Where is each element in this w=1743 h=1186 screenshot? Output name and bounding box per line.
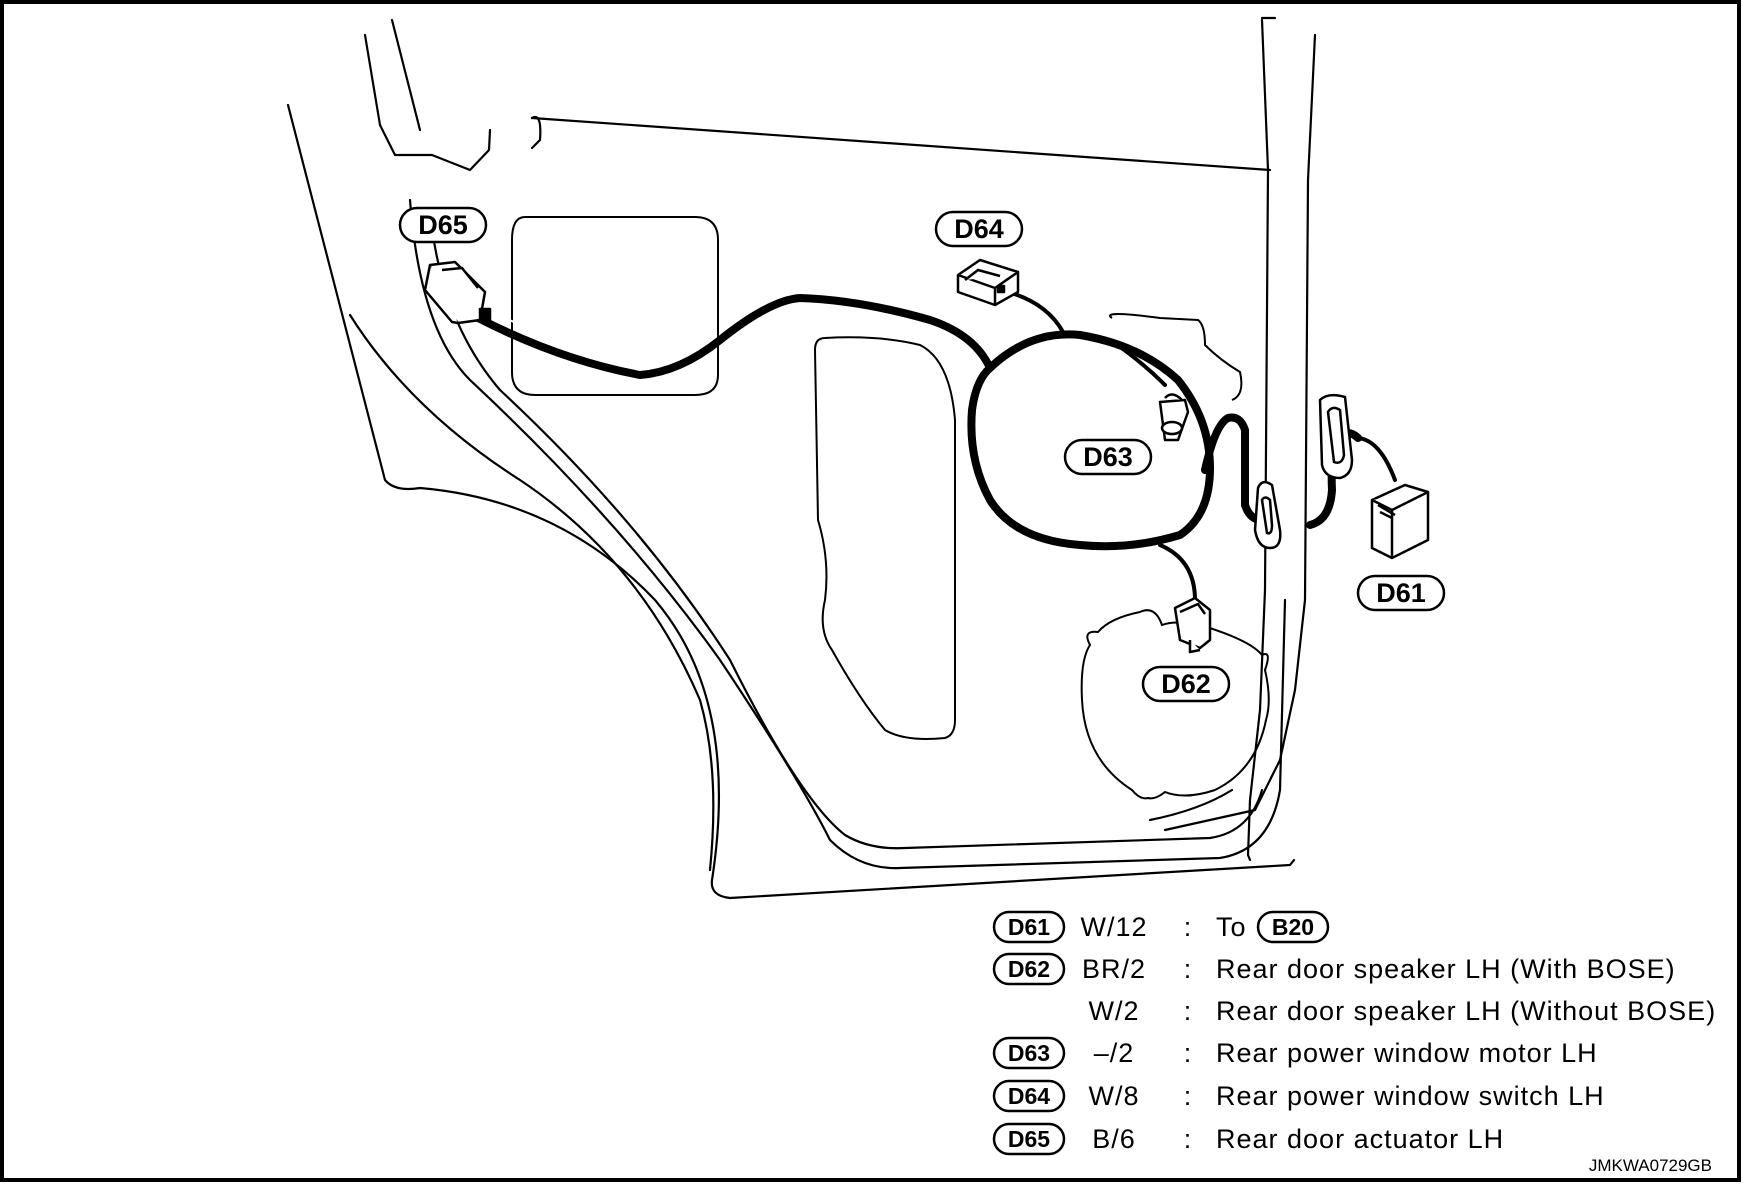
d63-connector bbox=[1158, 393, 1190, 442]
vertical-access-hole bbox=[813, 336, 956, 740]
legend-row: D63 –/2 : Rear power window motor LH bbox=[992, 1036, 1598, 1070]
legend-row: D62 BR/2 : Rear door speaker LH (With BO… bbox=[992, 952, 1676, 986]
legend-separator: : bbox=[1184, 1038, 1193, 1068]
door-outline bbox=[286, 16, 1317, 900]
legend-spec: –/2 bbox=[1094, 1038, 1135, 1068]
wiring-harness bbox=[474, 288, 1397, 602]
speaker-outline bbox=[1080, 609, 1270, 800]
d61-connector bbox=[1370, 483, 1430, 560]
legend-connector: D64 bbox=[1008, 1083, 1050, 1109]
callout-label-d63: D63 bbox=[1083, 442, 1133, 472]
legend-connector: D65 bbox=[1008, 1126, 1050, 1152]
connector-legend: D61 W/12 : To B20 D62 BR/2 : Rear door s… bbox=[992, 910, 1716, 1156]
callout-d64: D64 bbox=[934, 210, 1024, 248]
legend-connector: D61 bbox=[1008, 914, 1050, 940]
upper-access-hole bbox=[511, 216, 719, 396]
legend-row: D64 W/8 : Rear power window switch LH bbox=[992, 1079, 1605, 1113]
legend-description: To bbox=[1216, 912, 1247, 942]
legend-description: Rear power window motor LH bbox=[1216, 1038, 1598, 1068]
legend-description: Rear door actuator LH bbox=[1216, 1124, 1504, 1154]
callout-label-d64: D64 bbox=[954, 214, 1004, 244]
legend-separator: : bbox=[1184, 912, 1193, 942]
legend-separator: : bbox=[1184, 996, 1193, 1026]
legend-connector: D63 bbox=[1008, 1040, 1050, 1066]
legend-separator: : bbox=[1184, 1124, 1193, 1154]
callout-label-d61: D61 bbox=[1376, 578, 1426, 608]
callout-d62: D62 bbox=[1141, 665, 1231, 703]
legend-row: D65 B/6 : Rear door actuator LH bbox=[992, 1122, 1504, 1156]
callout-label-d62: D62 bbox=[1161, 669, 1211, 699]
legend-description: Rear door speaker LH (With BOSE) bbox=[1216, 954, 1676, 984]
legend-separator: : bbox=[1184, 1081, 1193, 1111]
legend-separator: : bbox=[1184, 954, 1193, 984]
legend-description: Rear power window switch LH bbox=[1216, 1081, 1605, 1111]
legend-row: D61 W/12 : To B20 bbox=[992, 910, 1330, 944]
panel-cutouts bbox=[511, 216, 1270, 800]
callout-d63: D63 bbox=[1063, 438, 1153, 476]
legend-spec: W/12 bbox=[1080, 912, 1147, 942]
legend-description: Rear door speaker LH (Without BOSE) bbox=[1216, 996, 1716, 1026]
legend-spec: BR/2 bbox=[1082, 954, 1146, 984]
legend-spec: W/2 bbox=[1088, 996, 1139, 1026]
body-grommet bbox=[1318, 393, 1354, 480]
callout-d61: D61 bbox=[1356, 574, 1446, 612]
figure-id: JMKWA0729GB bbox=[1589, 1156, 1712, 1175]
legend-spec: W/8 bbox=[1088, 1081, 1139, 1111]
callout-d65: D65 bbox=[398, 206, 488, 244]
d65-connector bbox=[423, 260, 492, 325]
legend-ref-connector: B20 bbox=[1272, 914, 1314, 940]
legend-row: W/2 : Rear door speaker LH (Without BOSE… bbox=[1088, 996, 1716, 1026]
callout-label-d65: D65 bbox=[418, 210, 468, 240]
legend-spec: B/6 bbox=[1092, 1124, 1136, 1154]
d62-connector bbox=[1173, 596, 1212, 654]
door-grommet bbox=[1253, 480, 1282, 550]
d64-connector bbox=[956, 258, 1020, 307]
motor-plate bbox=[1109, 313, 1243, 401]
legend-connector: D62 bbox=[1008, 956, 1050, 982]
